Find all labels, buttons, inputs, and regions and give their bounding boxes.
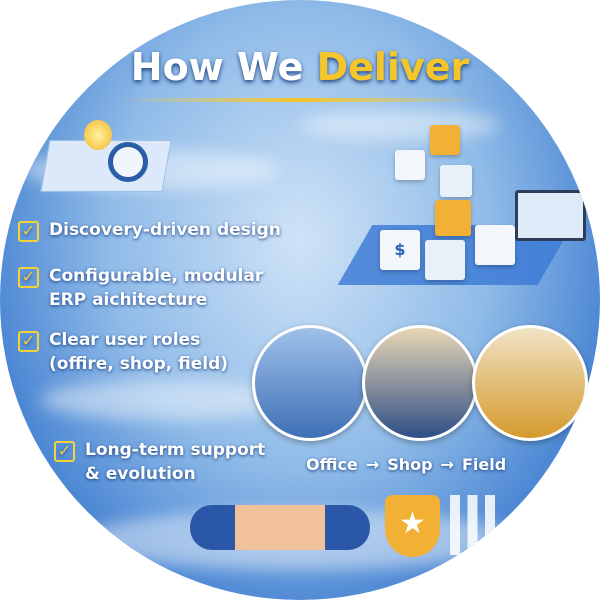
role-flow: Office → Shop → Field xyxy=(306,455,506,474)
dollar-cube: $ xyxy=(380,230,420,270)
cube xyxy=(425,240,465,280)
cube xyxy=(475,225,515,265)
cloud xyxy=(300,110,500,140)
arrow-icon: → xyxy=(440,455,454,474)
feature-support: ✓Long-term support& evolution xyxy=(54,438,265,486)
cube xyxy=(440,165,472,197)
title-underline xyxy=(120,98,480,102)
cube-orange xyxy=(430,125,460,155)
feature-roles: ✓Clear user roles(offire, shop, field) xyxy=(18,328,228,376)
shop-worker-image xyxy=(362,325,478,441)
page-title: How We Deliver xyxy=(130,45,470,89)
flow-office: Office xyxy=(306,455,358,474)
checkbox-icon: ✓ xyxy=(18,221,39,242)
laptop-icon xyxy=(515,190,586,241)
flow-field: Field xyxy=(461,455,507,474)
blueprint-icon xyxy=(40,140,172,192)
feature-discovery: ✓Discovery-driven design xyxy=(18,218,281,242)
office-worker-image xyxy=(252,325,368,441)
checkbox-icon: ✓ xyxy=(18,267,39,288)
magnifier-icon xyxy=(108,142,148,182)
arrow-icon: → xyxy=(365,455,380,474)
cloud xyxy=(40,380,290,420)
checkbox-icon: ✓ xyxy=(54,441,75,462)
lightbulb-icon xyxy=(84,120,112,150)
field-worker-image xyxy=(472,325,588,441)
growth-chart-icon xyxy=(450,495,500,555)
shield-star-icon: ★ xyxy=(385,495,440,557)
cube-orange xyxy=(435,200,471,236)
flow-shop: Shop xyxy=(387,455,433,474)
handshake-icon xyxy=(190,505,370,550)
cube xyxy=(395,150,425,180)
checkbox-icon: ✓ xyxy=(18,331,39,352)
